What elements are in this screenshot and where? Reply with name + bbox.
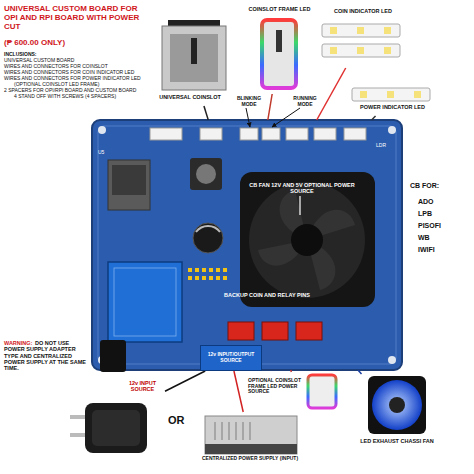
inclusion-item: WIRES AND CONNECTORS FOR COIN INDICATOR … — [4, 70, 144, 76]
node-label: COINSLOT FRAME LED — [242, 6, 317, 12]
leader-line — [272, 108, 300, 127]
coinslot-illustration — [162, 20, 226, 90]
silkscreen-text: LDR — [376, 143, 396, 149]
power-adapter: 12v INPUT SOURCE — [35, 378, 165, 470]
node-label: CENTRALIZED POWER SUPPLY (INPUT) — [195, 456, 305, 462]
inclusion-item: WIRES AND CONNECTORS FOR COINSLOT — [4, 64, 144, 70]
mode-label: BLINKING MODE — [234, 96, 264, 108]
inclusion-item: UNIVERSAL CUSTOM BOARD — [4, 58, 144, 64]
node-label: 12v INPUT/OUTPUT SOURCE — [202, 352, 260, 363]
chassis-fan: LED EXHAUST CHASSI FAN — [352, 374, 442, 454]
wire-connector — [290, 370, 292, 372]
node-label: BACKUP COIN AND RELAY PINS — [222, 292, 312, 298]
optional-frame-led: OPTIONAL COINSLOT FRAME LED POWER SOURCE — [248, 372, 348, 410]
wire-connector — [372, 116, 376, 120]
compat-item: WB — [418, 234, 468, 242]
inclusion-item: 2 SPACERS FOR OPI/RPI BOARD AND CUSTOM B… — [4, 88, 144, 94]
fan-illustration — [368, 376, 426, 434]
custom-board — [92, 120, 402, 372]
wire-connector — [204, 106, 208, 120]
node-label: OPTIONAL COINSLOT FRAME LED POWER SOURCE — [248, 378, 304, 395]
led-strip — [322, 24, 430, 101]
psu-illustration — [205, 416, 297, 454]
node-label: CB FAN 12V AND 5V OPTIONAL POWER SOURCE — [242, 182, 362, 194]
node-label: 12v INPUT SOURCE — [120, 380, 165, 392]
node-label: COIN INDICATOR LED — [318, 8, 408, 14]
compat-item: PISOFI — [418, 222, 468, 230]
wire-connector — [358, 370, 362, 374]
terminal-block: 12v INPUT/OUTPUT SOURCE — [200, 345, 262, 371]
power-indicator-led: POWER INDICATOR LED — [345, 82, 440, 116]
inclusion-heading: INCLUSIONS: — [4, 52, 144, 58]
coinslot: UNIVERSAL COINSLOT — [145, 16, 235, 106]
compat-heading: CB FOR: — [410, 182, 470, 190]
wire-connector — [317, 68, 346, 120]
or-text: OR — [168, 414, 190, 427]
compat-item: LPB — [418, 210, 468, 218]
inclusion-item: 4 STAND OFF WITH SCREWS (4 SPACERS) — [14, 94, 144, 100]
leader-line — [246, 108, 250, 127]
custom-board: CB FAN 12V AND 5V OPTIONAL POWER SOURCE B… — [92, 120, 402, 370]
title-text: UNIVERSAL CUSTOM BOARD FOR OPI AND RPI B… — [4, 4, 146, 32]
wire-connector — [165, 371, 205, 391]
frame-led-illustration — [262, 20, 296, 88]
node-label: UNIVERSAL COINSLOT — [145, 94, 235, 100]
coin-indicator-led: COIN INDICATOR LED — [318, 6, 408, 68]
mode-label: RUNNING MODE — [290, 96, 320, 108]
compat-item: IWIFI — [418, 246, 468, 254]
node-label: LED EXHAUST CHASSI FAN — [352, 438, 442, 444]
node-label: POWER INDICATOR LED — [345, 104, 440, 110]
wire-connector — [234, 371, 243, 412]
compat-item: ADO — [418, 198, 468, 206]
frame-led-illustration — [308, 375, 336, 408]
inclusion-item: (OPTIONAL COINSLOT LED FRAME) — [14, 82, 144, 88]
leader-line — [299, 196, 300, 215]
wire-connector — [268, 94, 272, 120]
price-text: (₱ 600.00 ONLY) — [4, 38, 144, 47]
inclusion-item: WIRES AND CONNECTORS FOR POWER INDICATOR… — [4, 76, 144, 82]
centralized-power-supply: CENTRALIZED POWER SUPPLY (INPUT) — [195, 412, 305, 472]
adapter-illustration — [70, 403, 147, 453]
warning-text: DO NOT USE POWER SUPPLY ADAPTER TYPE AND… — [4, 340, 90, 372]
coinslot-frame-led: COINSLOT FRAME LED — [242, 6, 317, 94]
silkscreen-text: U5 — [98, 150, 112, 156]
